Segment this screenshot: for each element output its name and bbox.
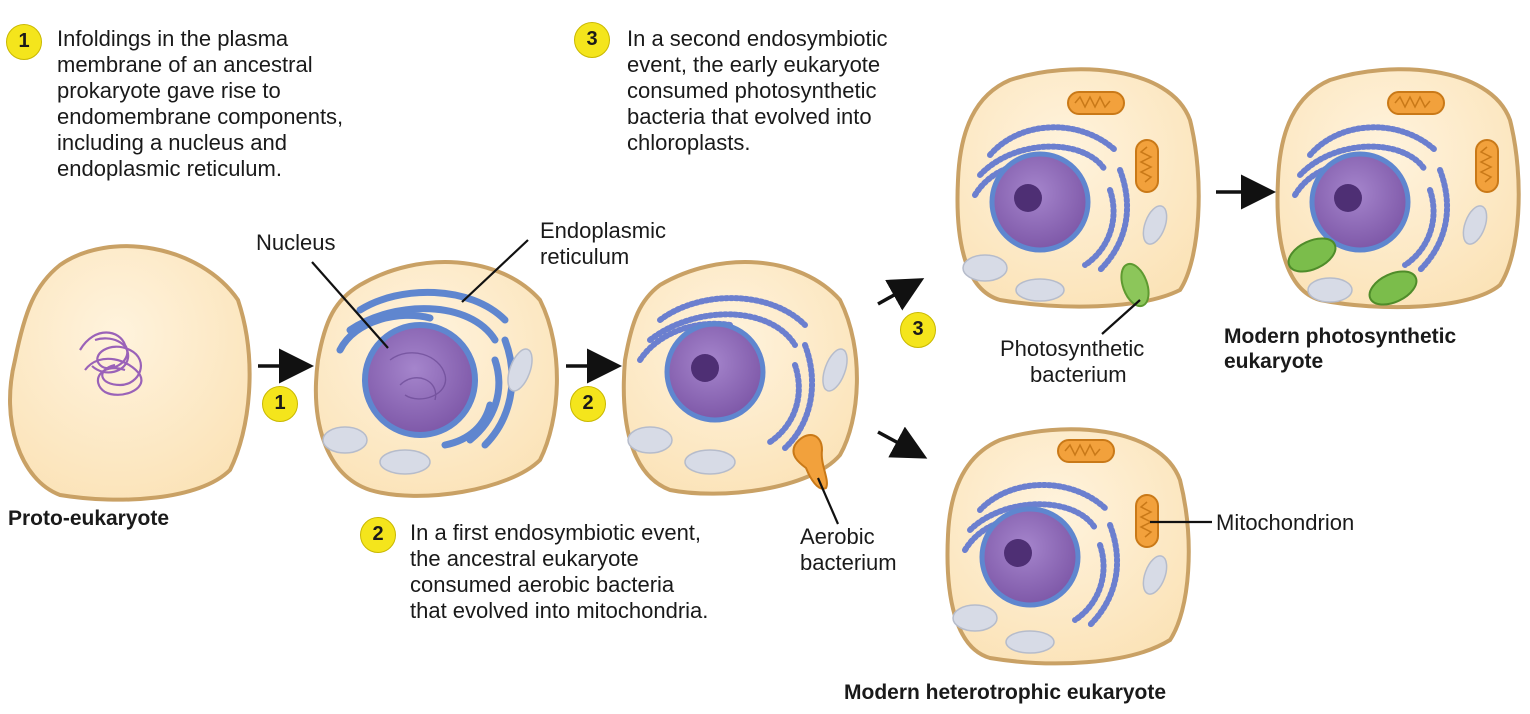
er-label-line: Endoplasmic (540, 218, 666, 243)
step-3-line: In a second endosymbiotic (627, 26, 888, 51)
aerobic-label-line: Aerobic (800, 524, 875, 549)
step-3-description: In a second endosymbiotic event, the ear… (627, 26, 888, 156)
vacuole (822, 348, 848, 392)
mitochondrion (1135, 494, 1159, 548)
step-1-line: endomembrane components, (57, 104, 344, 129)
mitochondrion (1475, 139, 1499, 193)
vacuole (684, 449, 736, 475)
step-1-line: Infoldings in the plasma (57, 26, 289, 51)
step-2-description: In a first endosymbiotic event, the ance… (410, 520, 708, 624)
er-label-line: reticulum (540, 244, 630, 269)
step-2-line: that evolved into mitochondria. (410, 598, 709, 623)
step-3-line: chloroplasts. (627, 130, 751, 155)
step-1-line: including a nucleus and (57, 130, 287, 155)
nucleus-envelope (362, 322, 478, 438)
aerobic-bacterium-label: Aerobic bacterium (800, 524, 897, 576)
modern-photosynthetic-eukaryote-cell (1275, 67, 1521, 310)
step-3-line: bacteria that evolved into (627, 104, 872, 129)
photosynthetic-bacterium (1120, 262, 1150, 308)
step-3-badge-arrow: 3 (900, 312, 936, 348)
modern-heterotrophic-caption: Modern heterotrophic eukaryote (844, 681, 1167, 704)
photosynthetic-label-line: bacterium (1030, 362, 1127, 387)
step-2-line: the ancestral eukaryote (410, 546, 639, 571)
step-1-description: Infoldings in the plasma membrane of an … (57, 26, 343, 182)
chloroplast (1368, 270, 1418, 306)
leader-lines (311, 239, 1212, 525)
modern-photo-caption-line: eukaryote (1224, 350, 1324, 373)
photosynthetic-label-line: Photosynthetic (1000, 336, 1145, 361)
proto-eukaryote-caption: Proto-eukaryote (8, 507, 170, 530)
modern-photosynthetic-caption: Modern photosynthetic eukaryote (1224, 324, 1456, 374)
mitochondrion (1067, 91, 1125, 115)
vacuole (322, 426, 368, 454)
mitochondrion (1387, 91, 1445, 115)
aerobic-label-line: bacterium (800, 550, 897, 575)
endoplasmic-reticulum (637, 295, 815, 451)
step-2-line: In a first endosymbiotic event, (410, 520, 702, 545)
vacuole (507, 348, 533, 392)
cell-engulfing-aerobic-bacterium (621, 260, 859, 496)
step-2-badge-arrow: 2 (570, 386, 606, 422)
vacuole (627, 426, 673, 454)
mitochondrion (1057, 439, 1115, 463)
step-2-line: consumed aerobic bacteria (410, 572, 675, 597)
step-1-badge-arrow: 1 (262, 386, 298, 422)
endoplasmic-reticulum (336, 288, 516, 449)
step-3-line: consumed photosynthetic (627, 78, 877, 103)
chloroplast (1287, 237, 1337, 273)
dna-tangle (79, 331, 143, 396)
arrow-3-down (877, 426, 928, 459)
step-3-badge-text: 3 (574, 22, 610, 58)
arrows (258, 174, 1276, 459)
aerobic-bacterium (792, 434, 828, 490)
mitochondrion (1135, 139, 1159, 193)
er-label: Endoplasmic reticulum (540, 218, 666, 270)
step-1-line: prokaryote gave rise to (57, 78, 281, 103)
modern-photo-caption-line: Modern photosynthetic (1224, 325, 1457, 348)
photosynthetic-bacterium-label: Photosynthetic bacterium (1000, 336, 1144, 388)
arrow-3-up (877, 278, 925, 311)
step-2-badge-text: 2 (360, 517, 396, 553)
step-3-line: event, the early eukaryote (627, 52, 881, 77)
cell-engulfing-photosynthetic-bacterium (955, 67, 1201, 309)
modern-heterotrophic-eukaryote-cell (945, 427, 1191, 666)
proto-eukaryote-cell (8, 244, 252, 502)
step-1-line: endoplasmic reticulum. (57, 156, 282, 181)
step-1-badge-top: 1 (6, 24, 42, 60)
cell-with-nucleus (313, 260, 559, 498)
nucleolus (691, 354, 719, 382)
nucleus-label: Nucleus (256, 230, 336, 255)
vacuole (379, 449, 431, 475)
step-1-line: membrane of an ancestral (57, 52, 313, 77)
mitochondrion-label: Mitochondrion (1216, 510, 1355, 535)
